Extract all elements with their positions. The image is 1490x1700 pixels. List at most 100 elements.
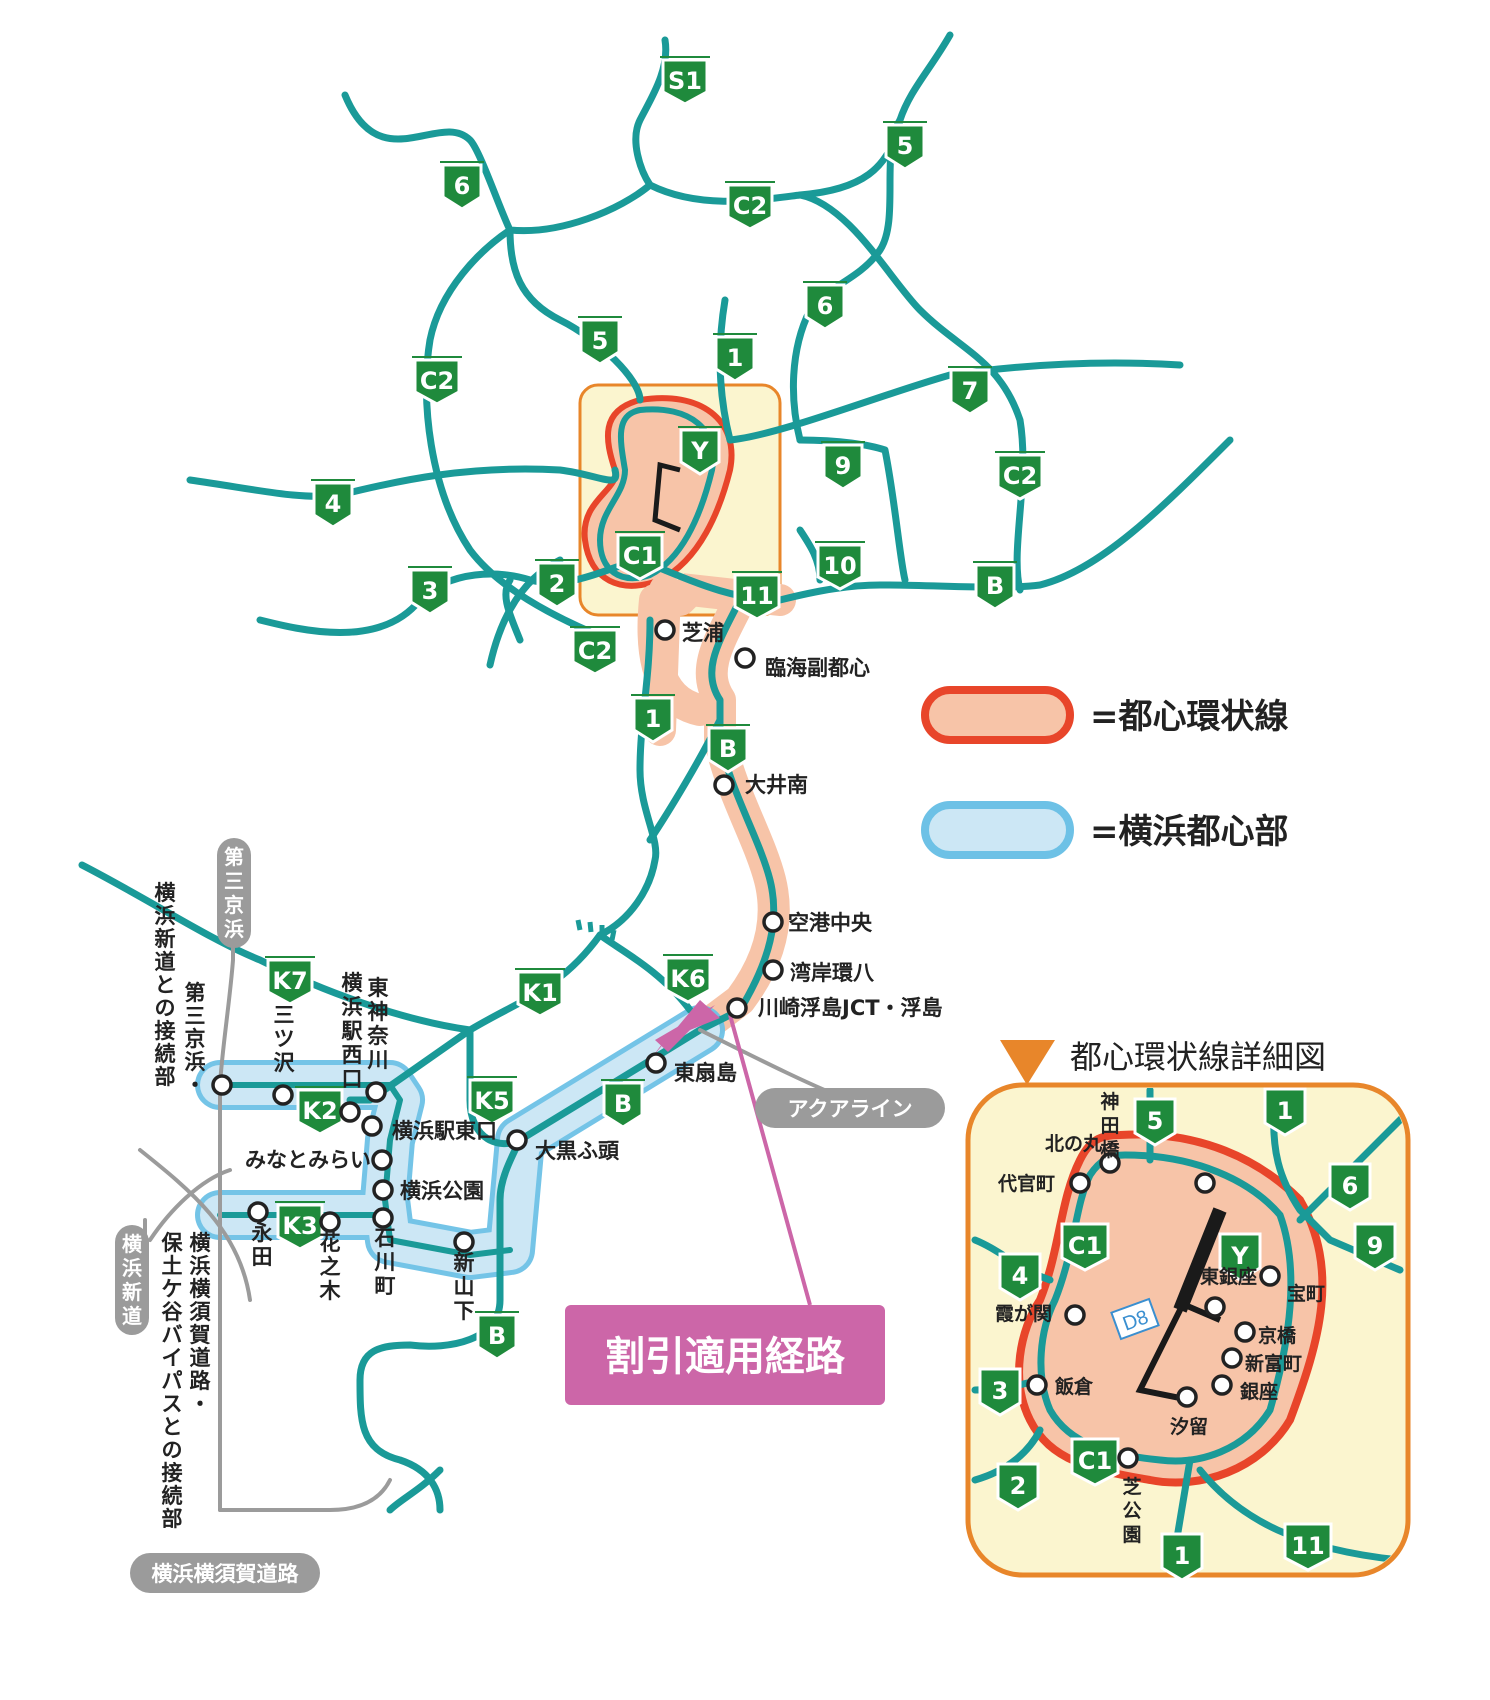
note-daisan-keihin: 浜 (185, 1050, 206, 1074)
route-shield-label: Y (690, 437, 709, 465)
station-marker (247, 1201, 269, 1223)
route-shield-label: K7 (272, 967, 307, 995)
inset-triangle (1000, 1040, 1055, 1085)
station-marker (272, 1084, 294, 1106)
route-shield-label: S1 (668, 67, 702, 95)
inset-station-label: 新富町 (1245, 1352, 1302, 1375)
route-shield-label: C2 (420, 367, 454, 395)
station-label-vertical: 田 (252, 1245, 273, 1269)
note-hodogaya: 横 (190, 1277, 211, 1301)
note-hodogaya-2: と (162, 1415, 183, 1439)
route-shield-k1: K1 (515, 968, 565, 1018)
inset-shield-label: C1 (1068, 1232, 1102, 1260)
note-shindo-connect: 道 (155, 950, 176, 974)
legend-ring-swatch (921, 686, 1074, 744)
inset-station-marker (1194, 1172, 1216, 1194)
inset-shield-label: 4 (1012, 1262, 1029, 1290)
station-label-vertical: 口 (342, 1067, 363, 1091)
station-label: 臨海副都心 (765, 656, 870, 680)
note-hodogaya-2: パ (162, 1369, 183, 1393)
station-label-vertical: 浜 (342, 995, 363, 1019)
note-daisan-keihin: 京 (185, 1027, 206, 1051)
inset-title: 都心環状線詳細図 (1070, 1039, 1326, 1075)
inset-station-marker (1211, 1374, 1233, 1396)
discount-band-orange-3 (637, 584, 716, 726)
station-label-vertical: 下 (454, 1299, 475, 1323)
route-shield-label: K5 (474, 1087, 509, 1115)
discount-arrow-head-2 (655, 1005, 715, 1052)
note-hodogaya-2: 谷 (162, 1300, 184, 1324)
station-label-vertical: 三 (274, 1003, 295, 1027)
route-shield-5: 5 (883, 121, 927, 171)
station-marker (762, 959, 784, 981)
station-label: 東扇島 (674, 1061, 737, 1085)
inset-shield-label: 1 (1174, 1542, 1191, 1570)
route-shield-label: 1 (645, 705, 662, 733)
discount-label: 割引適用経路 (605, 1335, 846, 1379)
inset-station-marker (1026, 1374, 1048, 1396)
inset-station-label: 銀座 (1240, 1380, 1278, 1403)
station-label-vertical: 沢 (274, 1051, 296, 1075)
station-marker (372, 1179, 394, 1201)
station-marker (453, 1231, 475, 1253)
note-hodogaya: 道 (190, 1346, 211, 1370)
inset-shield-label: C1 (1078, 1447, 1112, 1475)
station-label: 大黒ふ頭 (535, 1139, 620, 1163)
route-shield-label: K2 (302, 1097, 337, 1125)
route-shield-2: 2 (535, 559, 579, 609)
station-label-vertical: 木 (319, 1279, 342, 1303)
route-shield-7: 7 (948, 366, 992, 416)
route-shield-c2: C2 (995, 451, 1045, 501)
svg-text:第: 第 (224, 845, 244, 869)
inset-shield-2: 2 (996, 1462, 1040, 1512)
note-shindo-connect: と (155, 973, 176, 997)
note-hodogaya-2: イ (162, 1346, 183, 1370)
station-marker (713, 774, 735, 796)
station-label: 芝浦 (682, 621, 724, 645)
y-line (652, 461, 681, 533)
route-shield-label: B (614, 1090, 632, 1118)
route-shield-9: 9 (821, 441, 865, 491)
svg-text:新: 新 (122, 1280, 142, 1304)
inset-shield-4: 4 (998, 1252, 1042, 1302)
note-hodogaya-2: ケ (162, 1277, 183, 1301)
inset-station-marker (1176, 1386, 1198, 1408)
route-shield-b: B (601, 1079, 645, 1129)
inset-station-label: 京橋 (1258, 1324, 1297, 1347)
inset-station-marker (1234, 1321, 1256, 1343)
route-shield-label: 7 (962, 377, 979, 405)
station-label-vertical: 駅 (342, 1019, 364, 1043)
route-shield-c2: C2 (570, 626, 620, 676)
route-shield-4: 4 (311, 479, 355, 529)
station-label: 横浜駅東口 (392, 1119, 497, 1143)
svg-text:三: 三 (224, 871, 244, 893)
route-shield-label: K1 (522, 979, 557, 1007)
note-shindo-connect: 部 (155, 1065, 176, 1089)
route-shield-label: 1 (727, 344, 744, 372)
route-shield-6: 6 (803, 281, 847, 331)
route-shield-y: Y (678, 426, 722, 476)
note-hodogaya-2: ス (162, 1392, 183, 1416)
route-shield-10: 10 (815, 541, 865, 591)
route-shield-b: B (706, 724, 750, 774)
note-hodogaya-2: 続 (162, 1484, 183, 1508)
route-shield-label: B (488, 1322, 506, 1350)
station-marker (734, 647, 756, 669)
inset-station-marker (1069, 1172, 1091, 1194)
inset-shield-y: Y (1218, 1232, 1262, 1282)
route-shield-label: 4 (325, 490, 342, 518)
station-marker (762, 911, 784, 933)
svg-text:横浜横須賀道路: 横浜横須賀道路 (152, 1562, 300, 1586)
svg-text:浜: 浜 (224, 918, 244, 941)
inset-shield-label: 9 (1367, 1232, 1384, 1260)
station-label-vertical: ツ (274, 1027, 295, 1051)
note-hodogaya: ・ (190, 1392, 211, 1416)
note-hodogaya-2: 保 (161, 1231, 184, 1255)
inset-station-marker (1221, 1347, 1243, 1369)
station-marker (506, 1129, 528, 1151)
inset-shield-1: 1 (1263, 1087, 1307, 1137)
route-shield-k7: K7 (265, 956, 315, 1006)
inset-shield-3: 3 (978, 1367, 1022, 1417)
